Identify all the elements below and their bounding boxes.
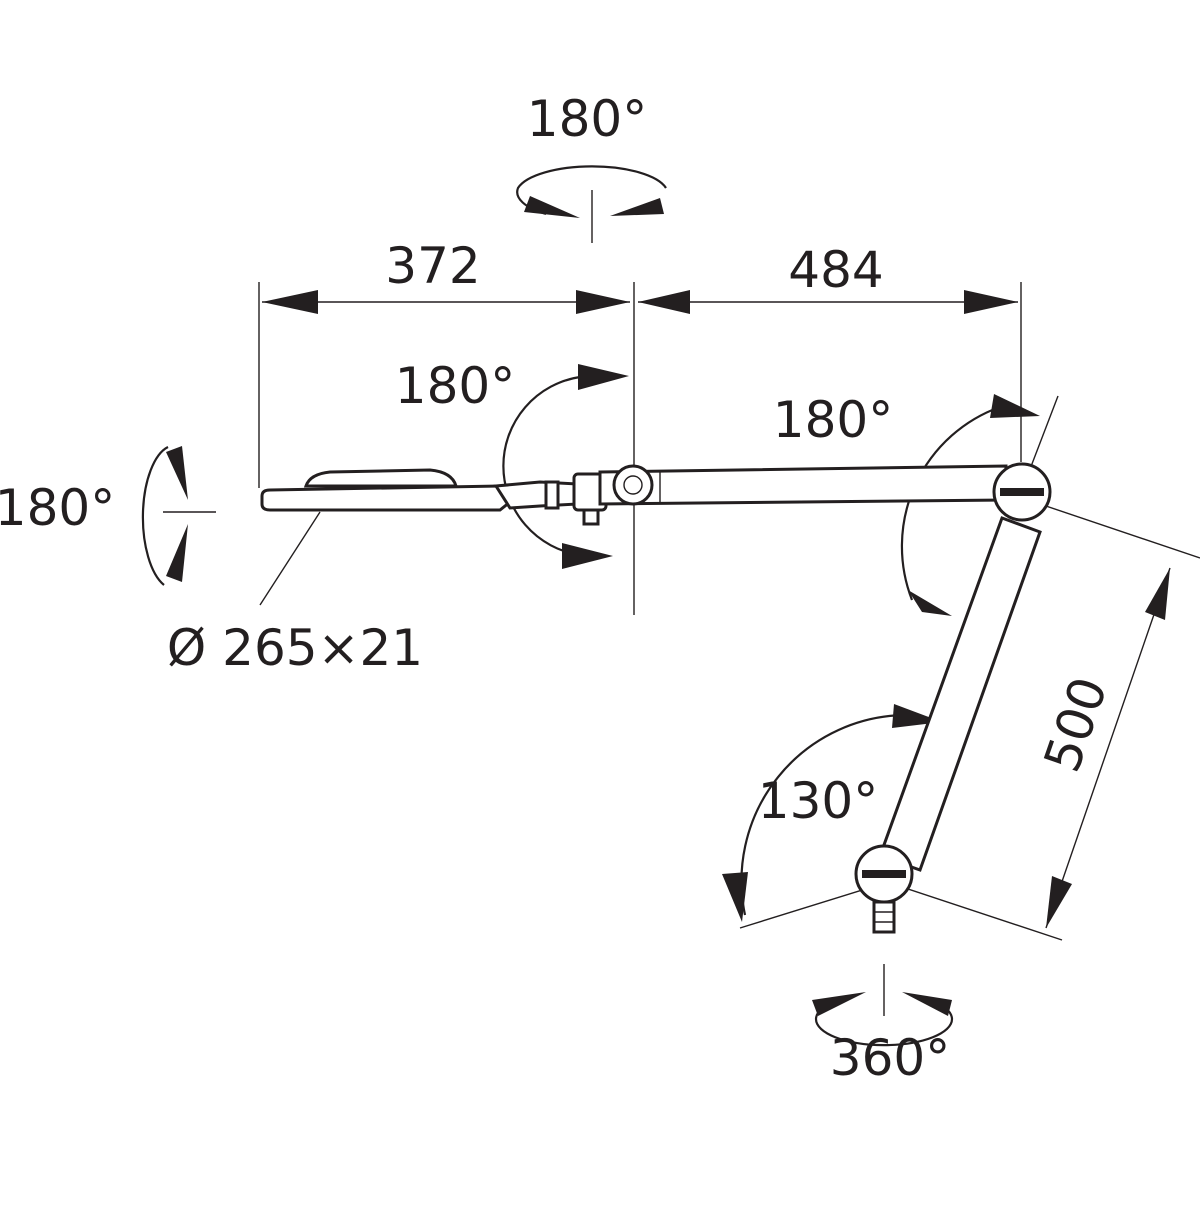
shoulder-joint-hub: [623, 475, 643, 495]
tilt-knob: [582, 508, 600, 526]
upper-arm: [598, 464, 1008, 506]
upper-arm-bar: [598, 464, 1008, 506]
rotation-arc: [141, 446, 169, 586]
rotation-lower-joint: 130°: [722, 704, 942, 929]
rotation-label-head-side: 180°: [0, 479, 115, 537]
arrowhead: [578, 364, 629, 390]
base-joint-slot: [862, 870, 906, 878]
lower-arm: [854, 462, 1052, 934]
arrowhead: [1046, 876, 1072, 928]
arrowhead: [908, 590, 952, 616]
arrowhead: [1145, 568, 1170, 620]
lamp-head-disc: [260, 484, 512, 512]
arrowhead: [902, 992, 952, 1016]
rotation-label-head-tilt: 180°: [395, 357, 515, 415]
arrowhead: [524, 196, 580, 218]
rotation-head-side: 180°: [0, 446, 216, 586]
dimension-484: 484: [633, 241, 1022, 615]
rotation-head-top: 180°: [516, 90, 667, 243]
arrowhead: [812, 992, 866, 1016]
dimension-label-484: 484: [788, 241, 883, 299]
arrowhead: [990, 394, 1040, 418]
lamp-head: Ø 265×21: [167, 468, 512, 677]
dimension-372: 372: [258, 237, 630, 488]
mounting-pin: [872, 900, 896, 934]
rotation-base: 360°: [812, 964, 954, 1087]
leader-line: [259, 511, 321, 606]
arrowhead: [562, 543, 613, 569]
arrowhead: [576, 290, 630, 314]
rotation-label-elbow: 180°: [773, 391, 893, 449]
neck-connector: [493, 480, 580, 510]
extension-line-lower: [904, 887, 1063, 941]
extension-line-upper: [1039, 503, 1200, 559]
rotation-arc: [502, 375, 581, 557]
rotation-elbow: 180°: [773, 391, 1059, 616]
dimension-label-372: 372: [385, 237, 480, 295]
rotation-label-lower-joint: 130°: [758, 772, 878, 830]
arrowhead: [964, 290, 1018, 314]
rotation-label-head-top: 180°: [527, 90, 647, 148]
arrowhead: [610, 198, 664, 216]
rotation-arc: [814, 998, 954, 1047]
rotation-head-tilt: 180°: [395, 357, 629, 569]
neck-ring: [544, 480, 560, 510]
elbow-joint-slot: [1000, 488, 1044, 496]
arrowhead: [166, 446, 188, 500]
lower-arm-bar: [878, 516, 1042, 872]
lamp-head-cover: [303, 468, 458, 488]
dimension-line-500: [1045, 567, 1171, 929]
arrowhead: [638, 290, 690, 314]
rotation-arc: [516, 165, 667, 216]
arrowhead: [262, 290, 318, 314]
arrowhead: [166, 524, 188, 582]
dimension-label-500: 500: [1033, 670, 1119, 779]
lamp-head-size-label: Ø 265×21: [167, 619, 423, 677]
arrowhead: [722, 872, 748, 922]
lamp-neck: [493, 472, 608, 526]
shoulder-joint: [612, 464, 654, 506]
